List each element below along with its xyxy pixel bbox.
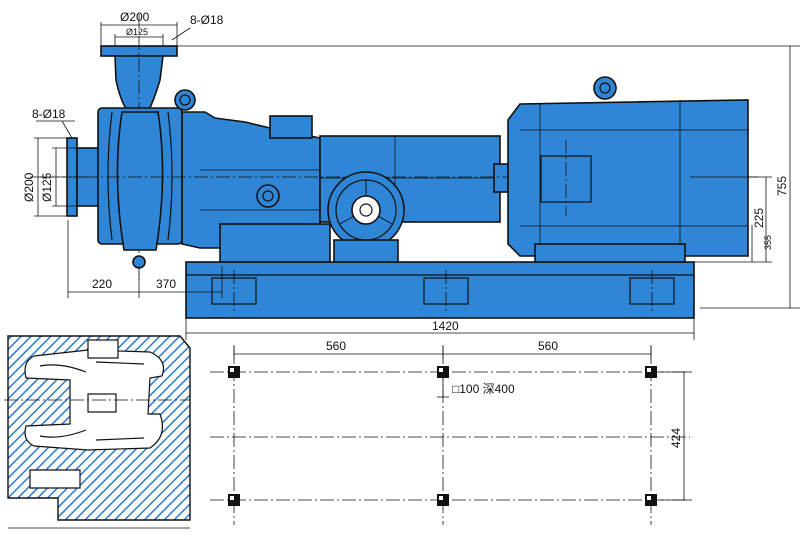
- coupling-wheel: [327, 171, 405, 263]
- dim-shaft-height: 225: [752, 208, 766, 228]
- dim-anchor-hole: □100 深400: [452, 382, 515, 396]
- dim-base-length: 1420: [432, 319, 459, 333]
- dim-inlet-flange: Ø200: [22, 172, 36, 202]
- anchor-holes: [228, 366, 657, 506]
- dim-outlet-flange: Ø200: [120, 10, 150, 24]
- dim-base-height: 355: [763, 235, 773, 250]
- dim-outlet-bolts: 8-Ø18: [190, 13, 224, 27]
- front-dimensions: [34, 22, 800, 340]
- dimension-labels: Ø200 Ø125 8-Ø18 8-Ø18 Ø200 Ø125 755 225 …: [22, 10, 789, 448]
- dim-bolt-width: 424: [669, 428, 683, 448]
- pump-front-view: [30, 14, 800, 340]
- dim-outlet-bore: Ø125: [126, 27, 148, 37]
- dim-total-height: 755: [775, 176, 789, 196]
- dim-bolt-span-1: 560: [326, 339, 346, 353]
- impeller-section-view: [4, 335, 191, 529]
- dim-inlet-bolts: 8-Ø18: [32, 107, 66, 121]
- bearing-housing: [181, 111, 331, 263]
- base-frame: [185, 261, 695, 319]
- dim-bolt-span-2: 560: [538, 339, 558, 353]
- motor: [507, 76, 749, 263]
- dim-suction-length: 220: [92, 277, 112, 291]
- pump-casing: [97, 89, 196, 269]
- foundation-plan: [210, 345, 692, 525]
- dim-inlet-bore: Ø125: [40, 172, 54, 202]
- dim-pump-length: 370: [156, 277, 176, 291]
